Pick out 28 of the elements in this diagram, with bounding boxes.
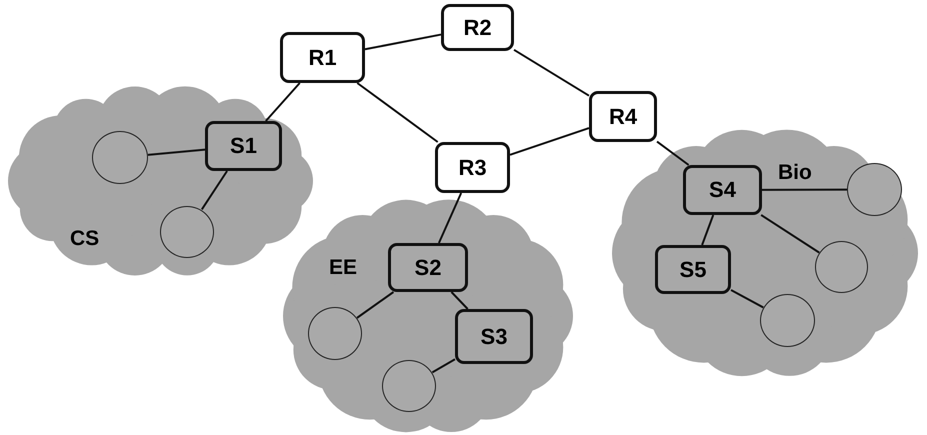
switch-box: S4 (683, 165, 762, 215)
link-line (730, 289, 764, 308)
cloud-label: EE (329, 256, 358, 280)
cloud-label: CS (70, 227, 100, 251)
link-line (760, 214, 820, 254)
router-box: R4 (589, 91, 657, 142)
link-line (450, 291, 468, 310)
link-line (432, 358, 456, 374)
cloud-label: Bio (778, 161, 812, 185)
switch-box: S2 (388, 243, 468, 292)
link-line (356, 291, 394, 319)
router-box: R2 (441, 4, 514, 51)
link-line (438, 192, 462, 244)
switch-box: S1 (205, 121, 282, 171)
link-line (701, 214, 714, 246)
link-line (265, 82, 300, 122)
link-line (364, 34, 442, 50)
link-line (656, 140, 690, 166)
link-line (148, 148, 206, 156)
link-line (356, 82, 438, 143)
link-line (762, 188, 847, 191)
link-line (200, 170, 228, 210)
switch-box: S5 (655, 245, 731, 294)
router-box: R3 (435, 142, 510, 193)
link-line (510, 127, 590, 156)
link-line (513, 48, 590, 97)
router-box: R1 (280, 32, 365, 83)
switch-box: S3 (455, 309, 533, 364)
